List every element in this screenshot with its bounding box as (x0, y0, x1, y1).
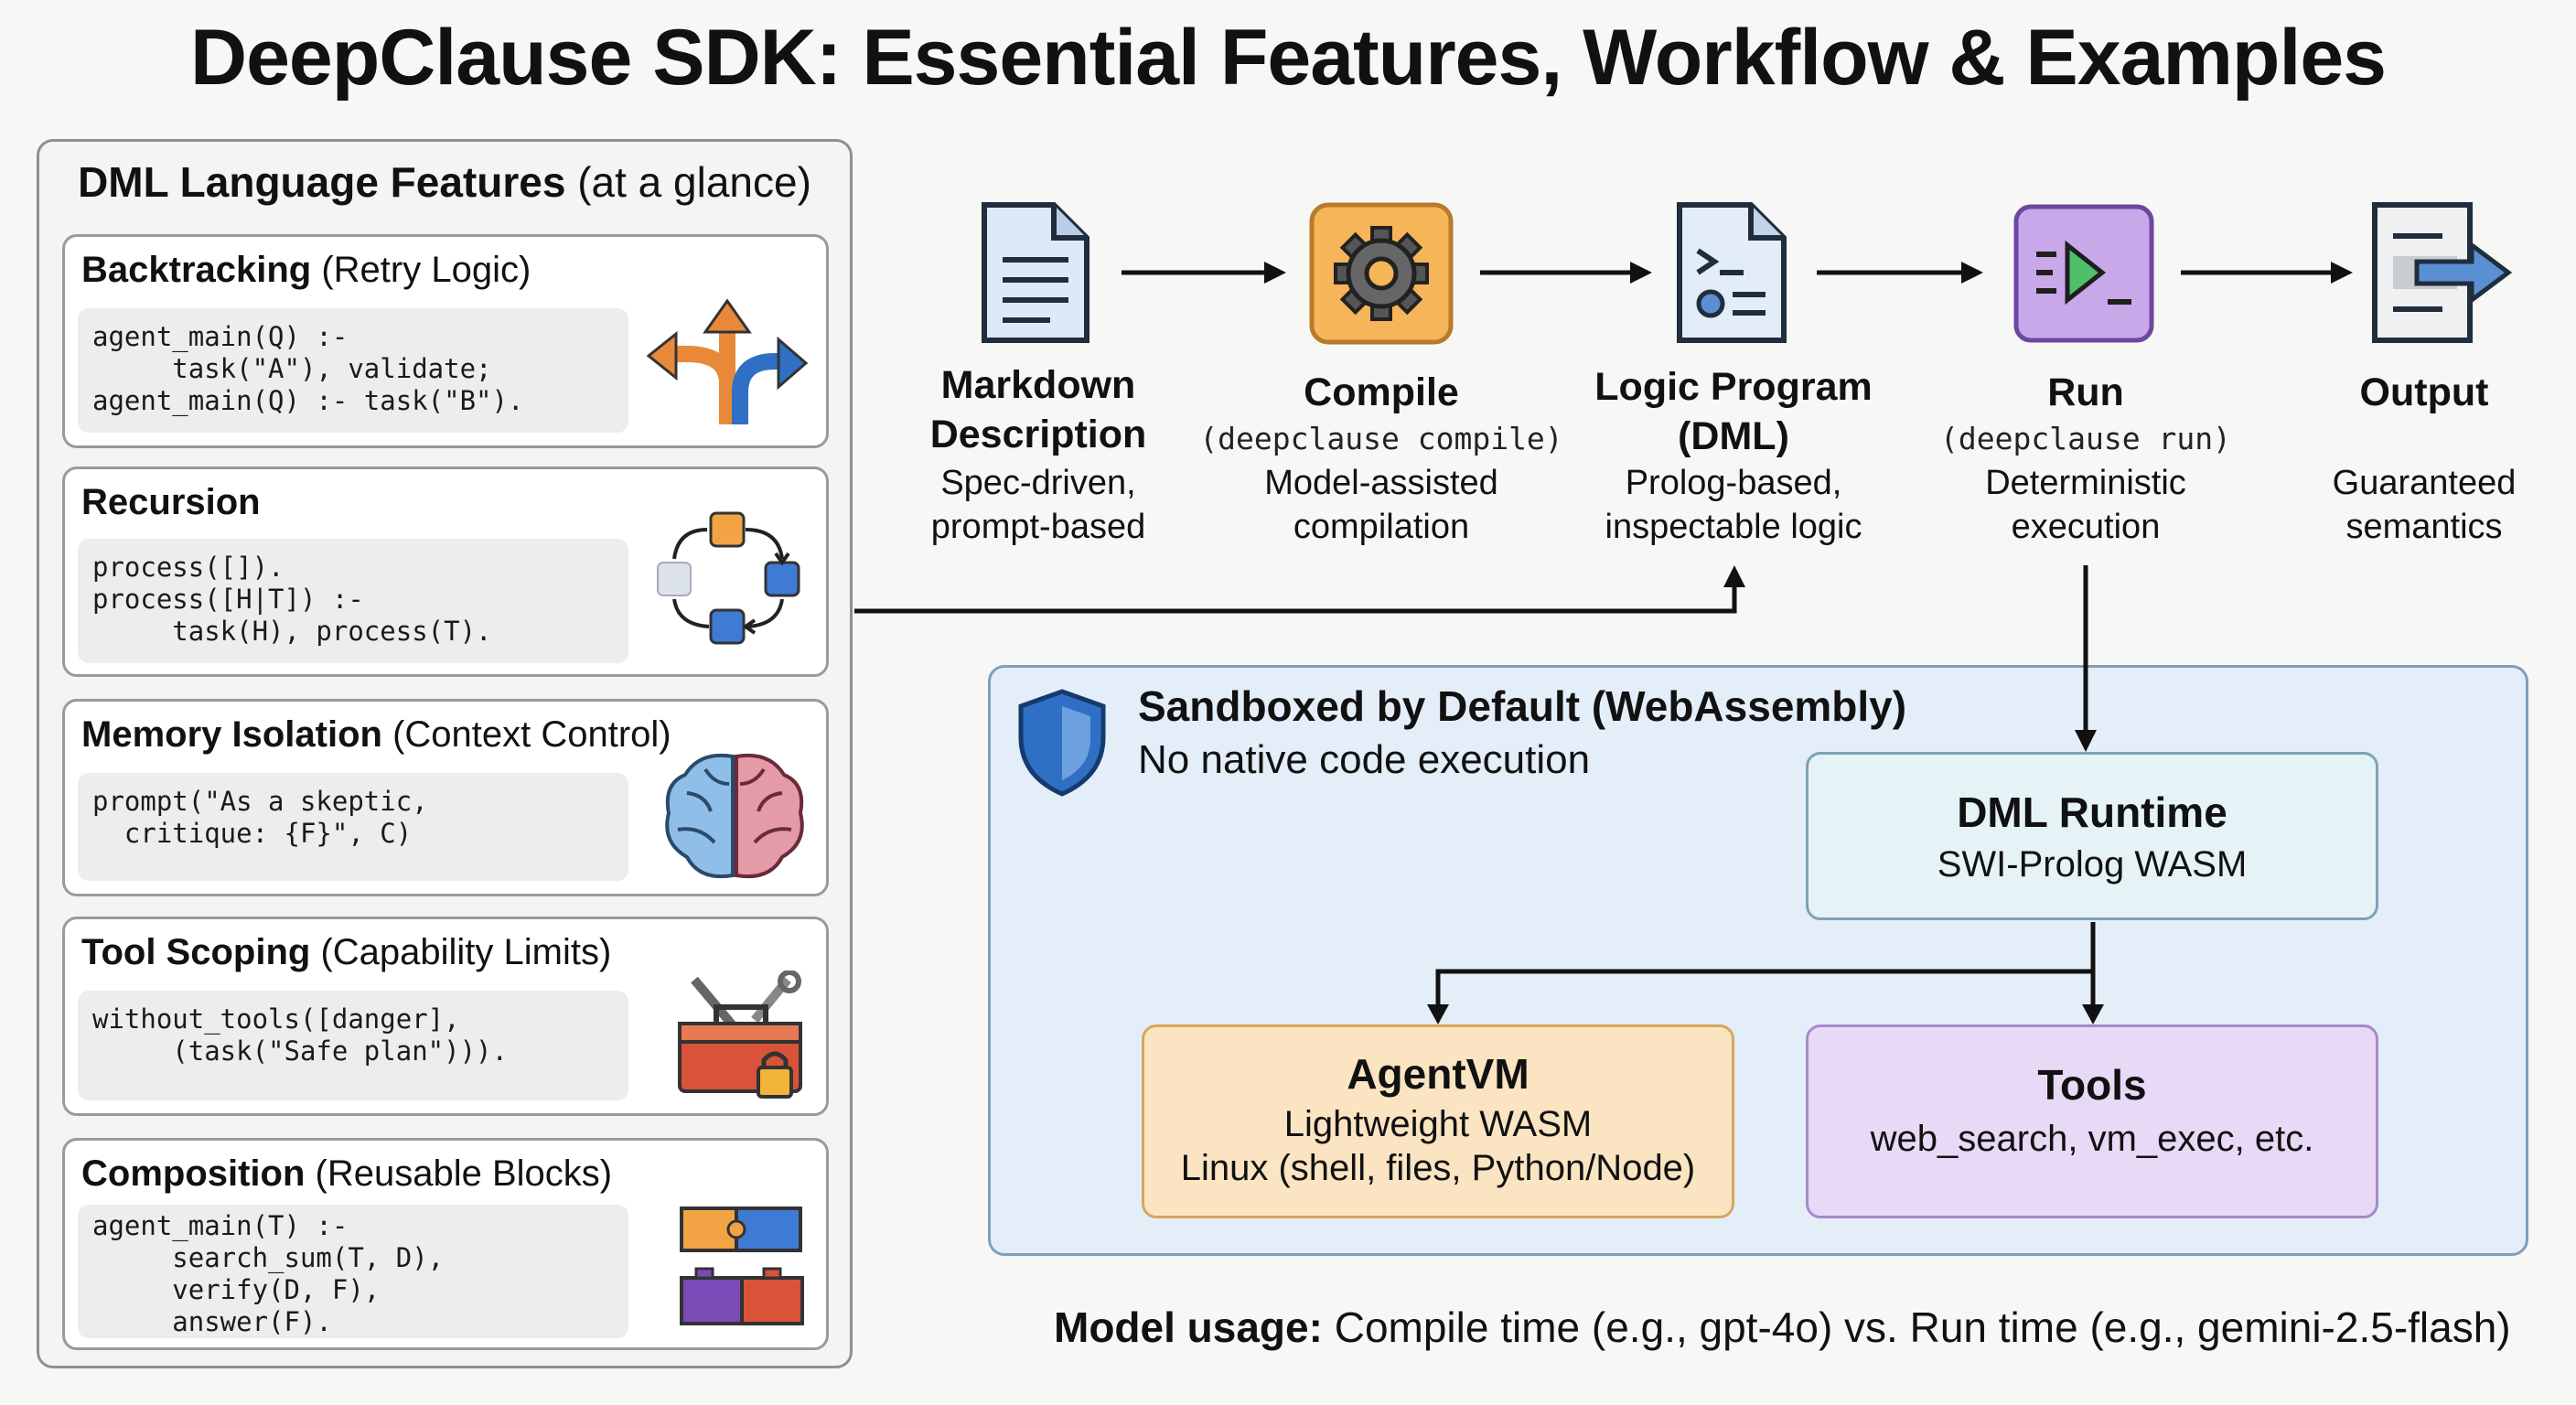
code-file-icon (1677, 202, 1787, 343)
stage-desc-markdown: Spec-driven, prompt-based (930, 464, 1146, 546)
gear-icon (1309, 202, 1454, 345)
tools-title: Tools (2037, 1061, 2147, 1109)
puzzle-blocks-icon (680, 1207, 804, 1325)
runtime-title: DML Runtime (1957, 788, 2227, 836)
stage-desc-output: Guaranteed semantics (2332, 464, 2517, 546)
brain-icon (665, 754, 804, 878)
stage-desc-compile: Model-assisted compilation (1264, 464, 1498, 546)
feature-card-memory-isolation: Memory Isolation (Context Control) promp… (62, 699, 829, 896)
feature-card-recursion: Recursion process([]). process([H|T]) :-… (62, 467, 829, 677)
arrow-features-to-dml (854, 585, 1737, 614)
code-snippet: agent_main(T) :- search_sum(T, D), verif… (78, 1205, 628, 1338)
run-terminal-icon (2013, 204, 2154, 343)
card-title: Backtracking (Retry Logic) (81, 250, 531, 290)
tools-box: Tools web_search, vm_exec, etc. (1806, 1024, 2378, 1218)
card-title: Tool Scoping (Capability Limits) (81, 932, 612, 972)
agentvm-box: AgentVM Lightweight WASM Linux (shell, f… (1142, 1024, 1734, 1218)
feature-card-backtracking: Backtracking (Retry Logic) agent_main(Q)… (62, 234, 829, 448)
runtime-text: SWI-Prolog WASM (1937, 844, 2248, 885)
features-heading: DML Language Features (at a glance) (37, 157, 853, 207)
model-usage-note: Model usage: Compile time (e.g., gpt-4o)… (1054, 1303, 2511, 1351)
stage-cmd-compile: (deepclause compile) (1199, 421, 1563, 456)
card-title: Memory Isolation (Context Control) (81, 714, 671, 755)
agentvm-title: AgentVM (1347, 1050, 1530, 1098)
stage-desc-run: Deterministic execution (1985, 464, 2186, 546)
toolbox-lock-icon (678, 971, 802, 1099)
output-doc-icon (2372, 202, 2513, 343)
feature-card-tool-scoping: Tool Scoping (Capability Limits) without… (62, 917, 829, 1116)
features-heading-bold: DML Language Features (78, 158, 566, 206)
stage-title-compile: Compile (1304, 370, 1459, 414)
dml-runtime-box: DML Runtime SWI-Prolog WASM (1806, 752, 2378, 920)
stage-cmd-run: (deepclause run) (1940, 421, 2231, 456)
sandbox-title: Sandboxed by Default (WebAssembly) (1138, 682, 1907, 730)
cycle-nodes-icon (657, 511, 800, 645)
agentvm-text: Lightweight WASM Linux (shell, files, Py… (1180, 1104, 1696, 1188)
branching-arrows-icon (646, 298, 809, 424)
tools-text: web_search, vm_exec, etc. (1870, 1119, 2314, 1159)
code-snippet: prompt("As a skeptic, critique: {F}", C) (78, 773, 628, 881)
page-title: DeepClause SDK: Essential Features, Work… (190, 14, 2387, 102)
code-snippet: without_tools([danger], (task("Safe plan… (78, 991, 628, 1100)
feature-card-composition: Composition (Reusable Blocks) agent_main… (62, 1138, 829, 1350)
stage-desc-dml: Prolog-based, inspectable logic (1605, 464, 1862, 546)
stage-title-markdown: Markdown Description (929, 363, 1147, 456)
features-heading-rest: (at a glance) (565, 158, 811, 206)
card-title: Recursion (81, 482, 261, 522)
arrow-runtime-to-agentvm (1435, 922, 2096, 1006)
code-snippet: agent_main(Q) :- task("A"), validate; ag… (78, 308, 628, 433)
stage-title-dml: Logic Program (DML) (1594, 365, 1873, 458)
code-snippet: process([]). process([H|T]) :- task(H), … (78, 539, 628, 663)
shield-icon (1018, 689, 1106, 797)
stage-title-output: Output (2359, 370, 2489, 414)
card-title: Composition (Reusable Blocks) (81, 1153, 613, 1194)
sandbox-subtitle: No native code execution (1138, 737, 1591, 782)
stage-title-run: Run (2047, 370, 2124, 414)
document-icon (982, 202, 1089, 343)
